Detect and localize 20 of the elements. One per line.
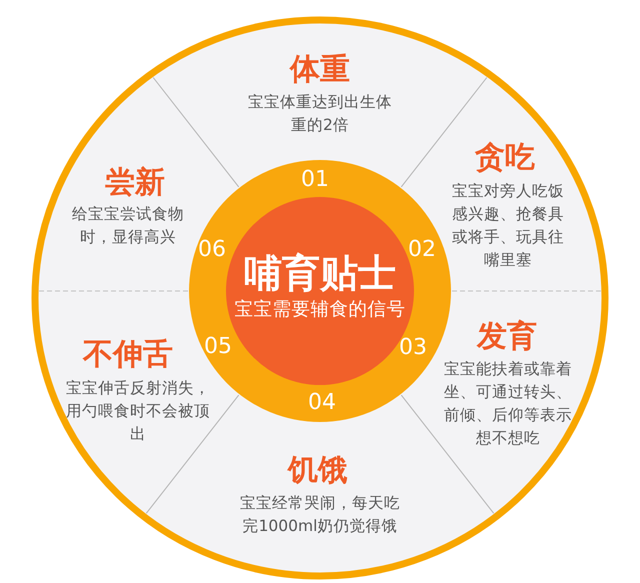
step-number: 05 — [204, 335, 232, 359]
segment-text: 宝宝体重达到出生体重的2倍 — [248, 92, 392, 136]
segment-text: 宝宝能扶着或靠着坐、可通过转头、前倾、后仰等表示想不想吃 — [443, 359, 573, 449]
step-number: 04 — [308, 391, 336, 415]
segment-heading: 贪吃 — [475, 141, 535, 175]
segment-heading: 尝新 — [105, 166, 165, 200]
step-number: 02 — [408, 238, 436, 262]
step-number: 01 — [301, 168, 329, 192]
segment-heading: 不伸舌 — [83, 338, 173, 372]
center-subtitle: 宝宝需要辅食的信号 — [234, 299, 406, 321]
segment-text: 给宝宝尝试食物时，显得高兴 — [71, 204, 185, 248]
segment-heading: 饥饿 — [288, 454, 348, 488]
center-title: 哺育贴士 — [244, 251, 396, 295]
segment-heading: 发育 — [477, 320, 537, 354]
segment-text: 宝宝伸舌反射消失，用勺喂食时不会被顶出 — [66, 378, 210, 445]
segment-heading: 体重 — [290, 53, 350, 87]
step-number: 06 — [198, 238, 226, 262]
segment-text: 宝宝对旁人吃饭感兴趣、抢餐具或将手、玩具往嘴里塞 — [451, 181, 565, 271]
segment-text: 宝宝经常哭闹，每天吃完1000ml奶仍觉得饿 — [240, 493, 400, 537]
step-number: 03 — [399, 336, 427, 360]
